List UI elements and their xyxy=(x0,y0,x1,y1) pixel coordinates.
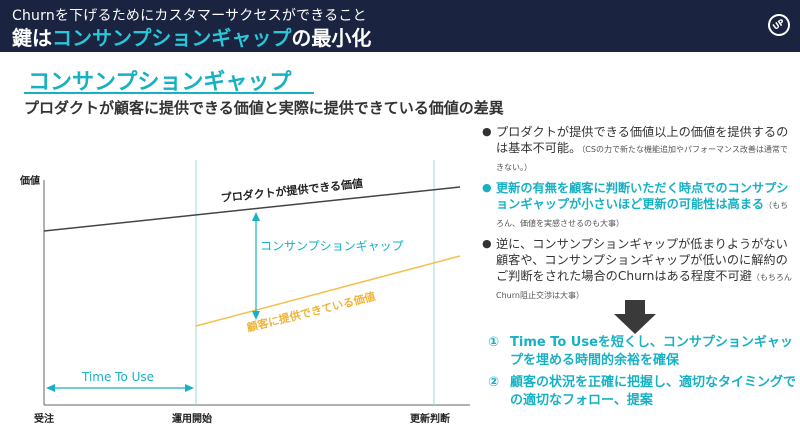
company-logo: UP xyxy=(763,9,795,41)
header-title-suffix: の最小化 xyxy=(291,26,372,50)
action-item: ② 顧客の状況を正確に把握し、適切なタイミングでの適切なフォロー、提案 xyxy=(488,374,798,410)
section-title: コンサンプションギャップ xyxy=(28,70,292,95)
bullet-text: 逆に、コンサンプションギャップが低まりようがない顧客や、コンサンプションギャップ… xyxy=(496,237,788,283)
action-number: ② xyxy=(488,375,500,390)
gap-arrow-head-top xyxy=(252,212,260,221)
bullet-note: （もちろんChurn阻止交渉は大事） xyxy=(496,273,792,300)
bullet-note: （もちろん、価値を実感させるのも大事） xyxy=(496,201,789,228)
header-title-prefix: 鍵は xyxy=(12,26,52,50)
header-title-highlight: コンサンプションギャップ xyxy=(52,26,292,50)
header-bar: Churnを下げるためにカスタマーサクセスができること 鍵はコンサンプションギャ… xyxy=(0,0,800,52)
action-item: ① Time To Useを短くし、コンサプションギャップを埋める時間的余裕を確… xyxy=(488,334,798,370)
time-to-use-arrow-head-right xyxy=(185,384,194,392)
x-label-start: 運用開始 xyxy=(172,414,212,425)
bullet-list: プロダクトが提供できる価値以上の価値を提供するのは基本不可能。（CSの力で新たな… xyxy=(482,124,792,308)
bullet-item-highlight: 更新の有無を顧客に判断いただく時点でのコンサプションギャップが小さいほど更新の可… xyxy=(482,180,792,232)
time-to-use-label: Time To Use xyxy=(82,370,155,384)
bullet-text: プロダクトが提供できる価値以上の価値を提供するのは基本不可能。 xyxy=(496,125,789,155)
action-list: ① Time To Useを短くし、コンサプションギャップを埋める時間的余裕を確… xyxy=(488,334,798,414)
bullet-item: プロダクトが提供できる価値以上の価値を提供するのは基本不可能。（CSの力で新たな… xyxy=(482,124,792,176)
time-to-use-arrow-head-left xyxy=(46,384,55,392)
section-title-underline xyxy=(24,92,314,94)
gap-arrow-head-bottom xyxy=(252,311,260,320)
consumption-gap-chart: 価値 受注 運用開始 更新判断 プロダクトが提供できる価値 コンサンプションギャ… xyxy=(0,130,480,430)
action-text: 顧客の状況を正確に把握し、適切なタイミングでの適切なフォロー、提案 xyxy=(510,375,797,408)
product-value-line xyxy=(43,186,461,232)
bullet-text: 更新の有無を顧客に判断いただく時点でのコンサプションギャップが小さいほど更新の可… xyxy=(496,181,789,211)
chart-canvas xyxy=(43,160,470,406)
header-subtitle: Churnを下げるためにカスタマーサクセスができること xyxy=(12,8,367,24)
gap-label: コンサンプションギャップ xyxy=(260,239,404,253)
down-arrow-icon xyxy=(614,300,656,334)
y-axis-label: 価値 xyxy=(20,176,40,187)
customer-value-line xyxy=(195,255,461,327)
action-text: Time To Useを短くし、コンサプションギャップを埋める時間的余裕を確保 xyxy=(510,335,793,368)
bullet-note: （CSの力で新たな機能追加やパフォーマンス改善は通常できない。） xyxy=(496,145,788,172)
header-title: 鍵はコンサンプションギャップの最小化 xyxy=(12,22,371,51)
x-label-order: 受注 xyxy=(34,414,54,425)
x-label-renewal: 更新判断 xyxy=(410,414,450,425)
bullet-item: 逆に、コンサンプションギャップが低まりようがない顧客や、コンサンプションギャップ… xyxy=(482,236,792,304)
action-number: ① xyxy=(488,335,500,350)
section-subtitle: プロダクトが顧客に提供できる価値と実際に提供できている価値の差異 xyxy=(24,99,504,117)
